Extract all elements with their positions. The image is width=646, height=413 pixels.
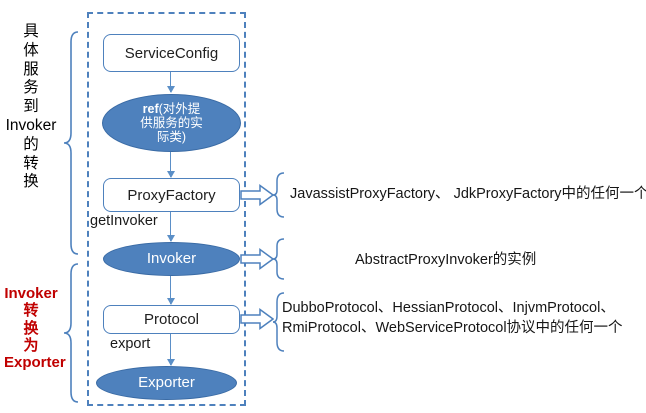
annotation-proxy-factory: JavassistProxyFactory、 JdkProxyFactory中的… (290, 184, 646, 204)
node-service-config-label: ServiceConfig (124, 44, 219, 62)
annotation-protocol-line2: RmiProtocol、WebServiceProtocol协议中的任何一个 (282, 320, 623, 336)
annotation-invoker: AbstractProxyInvoker的实例 (355, 250, 536, 270)
node-service-config[interactable]: ServiceConfig (103, 34, 240, 72)
node-ref-label-line2: 供服务的实 (140, 116, 203, 130)
label-char: 到 (23, 98, 39, 116)
connector-ref-to-proxyfactory (166, 152, 175, 178)
flow-dashed-container (87, 12, 246, 406)
label-char: 换 (23, 173, 39, 191)
node-ref-label-line1: (对外提 (158, 102, 201, 116)
annotation-protocol-line1: DubboProtocol、HessianProtocol、InjvmProto… (282, 300, 615, 316)
block-arrow-right-icon (240, 184, 274, 206)
node-exporter-label: Exporter (138, 373, 195, 391)
connector-protocol-to-exporter (166, 334, 175, 366)
label-char: 务 (23, 79, 39, 97)
label-char: 体 (23, 41, 39, 59)
connector-serviceconfig-to-ref (166, 72, 175, 93)
label-char: Invoker (5, 116, 57, 134)
node-ref-label-bold: ref (142, 102, 159, 116)
node-invoker-label: Invoker (146, 249, 197, 267)
left-label-concrete-service: 具 体 服 务 到 Invoker 的 转 换 (4, 24, 58, 193)
node-exporter[interactable]: Exporter (96, 366, 237, 400)
node-ref-label-line3: 际类) (156, 130, 187, 144)
block-arrow-right-icon (240, 248, 274, 270)
annotation-invoker-line1: AbstractProxyInvoker的实例 (355, 252, 537, 268)
label-char: Exporter (4, 354, 66, 372)
brace-lower-group-icon (63, 263, 79, 403)
brace-invoker-icon (272, 238, 285, 280)
edge-label-export: export (110, 336, 151, 352)
label-char: 具 (23, 23, 39, 40)
left-label-invoker-exporter: Invoker 转 换 为 Exporter (4, 285, 66, 372)
connector-invoker-to-protocol (166, 276, 175, 305)
brace-proxy-factory-icon (272, 172, 285, 218)
connector-proxyfactory-to-invoker (166, 212, 175, 242)
label-char: 换 (23, 319, 39, 337)
annotation-proxy-factory-line1: JavassistProxyFactory、 JdkProxyFactory中的… (290, 186, 646, 202)
label-char: 为 (23, 336, 39, 354)
node-proxy-factory[interactable]: ProxyFactory (103, 178, 240, 212)
node-protocol[interactable]: Protocol (103, 305, 240, 334)
label-char: 服 (23, 60, 39, 78)
block-arrow-right-icon (240, 308, 274, 330)
label-char: 转 (23, 154, 39, 172)
brace-protocol-icon (272, 292, 285, 352)
node-ref[interactable]: ref(对外提 供服务的实 际类) (102, 94, 241, 152)
label-char: 的 (23, 135, 39, 153)
label-char: Invoker (4, 285, 58, 302)
annotation-protocol: DubboProtocol、HessianProtocol、InjvmProto… (282, 298, 623, 338)
node-protocol-label: Protocol (143, 311, 200, 328)
brace-upper-group-icon (63, 31, 79, 255)
edge-label-get-invoker: getInvoker (90, 213, 158, 229)
node-ref-label: ref(对外提 供服务的实 际类) (140, 102, 203, 144)
node-proxy-factory-label: ProxyFactory (127, 186, 216, 204)
label-char: 转 (23, 302, 39, 320)
node-invoker[interactable]: Invoker (103, 242, 240, 276)
